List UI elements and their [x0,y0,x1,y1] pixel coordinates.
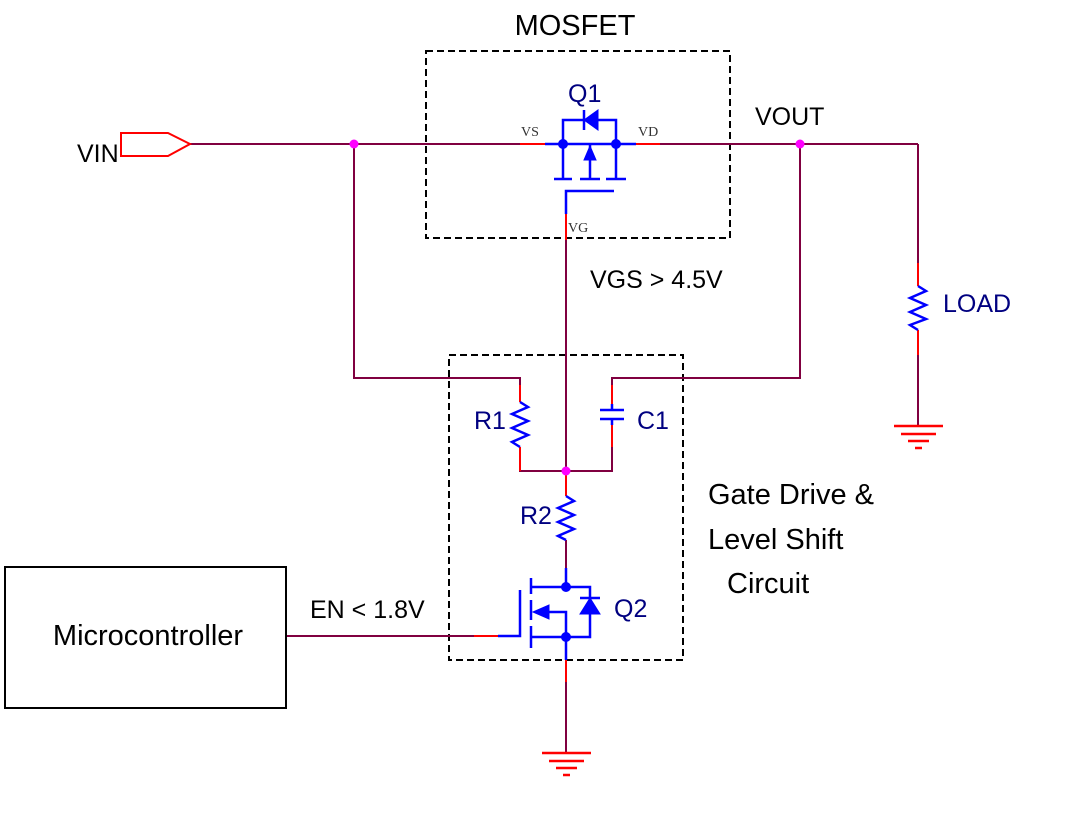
microcontroller-label: Microcontroller [53,620,243,652]
q2-ref-label: Q2 [614,595,647,623]
wire-vout-to-c1 [611,144,801,385]
q1-pin-vd: VD [638,125,658,140]
q1-ref-label: Q1 [568,80,601,108]
q1-pin-vs: VS [521,125,539,140]
r2-ref-label: R2 [520,502,552,530]
vout-label: VOUT [755,103,824,131]
q2-mosfet-symbol [498,568,601,660]
pin-stubs [474,143,919,682]
wires [190,143,919,753]
ground-icon-q2 [542,751,591,777]
wire-vin-to-r1 [353,144,521,385]
mosfet-block-title: MOSFET [515,10,636,42]
c1-ref-label: C1 [637,407,669,435]
c1-capacitor-icon [600,404,624,425]
gate-drive-title-line-3: Circuit [727,568,809,600]
ground-icon-load [894,424,943,450]
r1-ref-label: R1 [474,407,506,435]
junction-vin [349,139,359,149]
r2-resistor-icon [554,494,578,542]
microcontroller-block [4,566,287,709]
q1-pin-vg: VG [568,221,588,236]
gate-drive-title-line-2: Level Shift [708,524,843,556]
load-ref-label: LOAD [943,290,1011,318]
vin-port-icon [120,132,193,157]
vgs-note: VGS > 4.5V [590,266,723,294]
load-resistor-icon [906,284,930,332]
en-note: EN < 1.8V [310,596,425,624]
vin-label: VIN [77,140,119,168]
junction-vout [795,139,805,149]
gate-drive-title-line-1: Gate Drive & [708,479,874,511]
q2-body-diode-icon [579,597,601,615]
junction-gate-node [561,466,571,476]
q1-mosfet-symbol [545,109,636,214]
r1-resistor-icon [508,400,532,449]
q1-body-diode-icon [583,109,599,131]
